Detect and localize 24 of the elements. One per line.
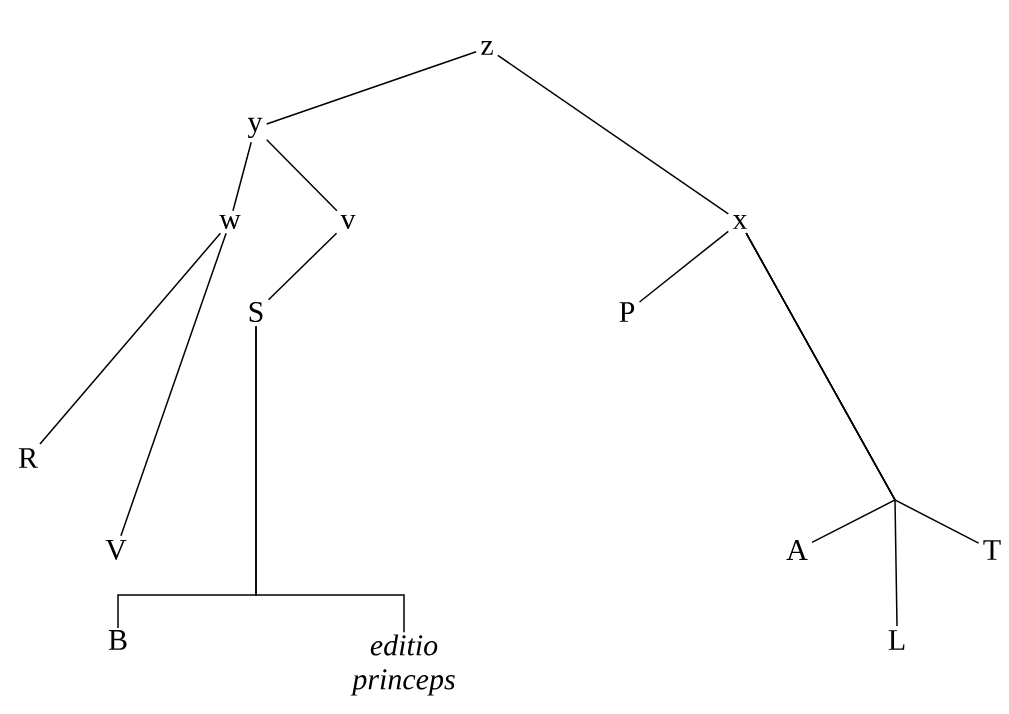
- siglum-label: R: [18, 448, 38, 468]
- siglum-label: P: [619, 302, 635, 322]
- siglum-label: x: [732, 215, 748, 229]
- siglum-label: B: [108, 630, 127, 650]
- stemma-line: [255, 325, 405, 633]
- stemma-line: [120, 232, 227, 537]
- siglum-label: z: [481, 41, 493, 55]
- stemma-line: [745, 232, 980, 544]
- stemma-line: [638, 230, 730, 303]
- siglum-label: T: [983, 540, 1001, 560]
- stemma-line: [265, 50, 477, 125]
- stemma-line: [232, 141, 252, 212]
- stemma-line: [265, 139, 338, 212]
- siglum-label: S: [249, 301, 263, 323]
- stemma-line: [39, 232, 222, 445]
- siglum-label: V: [105, 539, 127, 561]
- siglum-label: v: [340, 214, 356, 229]
- siglum-label: editio princeps: [350, 634, 455, 696]
- siglum-label: L: [888, 630, 905, 650]
- stemma-line: [267, 232, 338, 301]
- siglum-label: w: [219, 214, 241, 229]
- siglum-label: y: [247, 117, 263, 139]
- siglum-label: A: [786, 540, 808, 560]
- stemma-line: [497, 54, 730, 215]
